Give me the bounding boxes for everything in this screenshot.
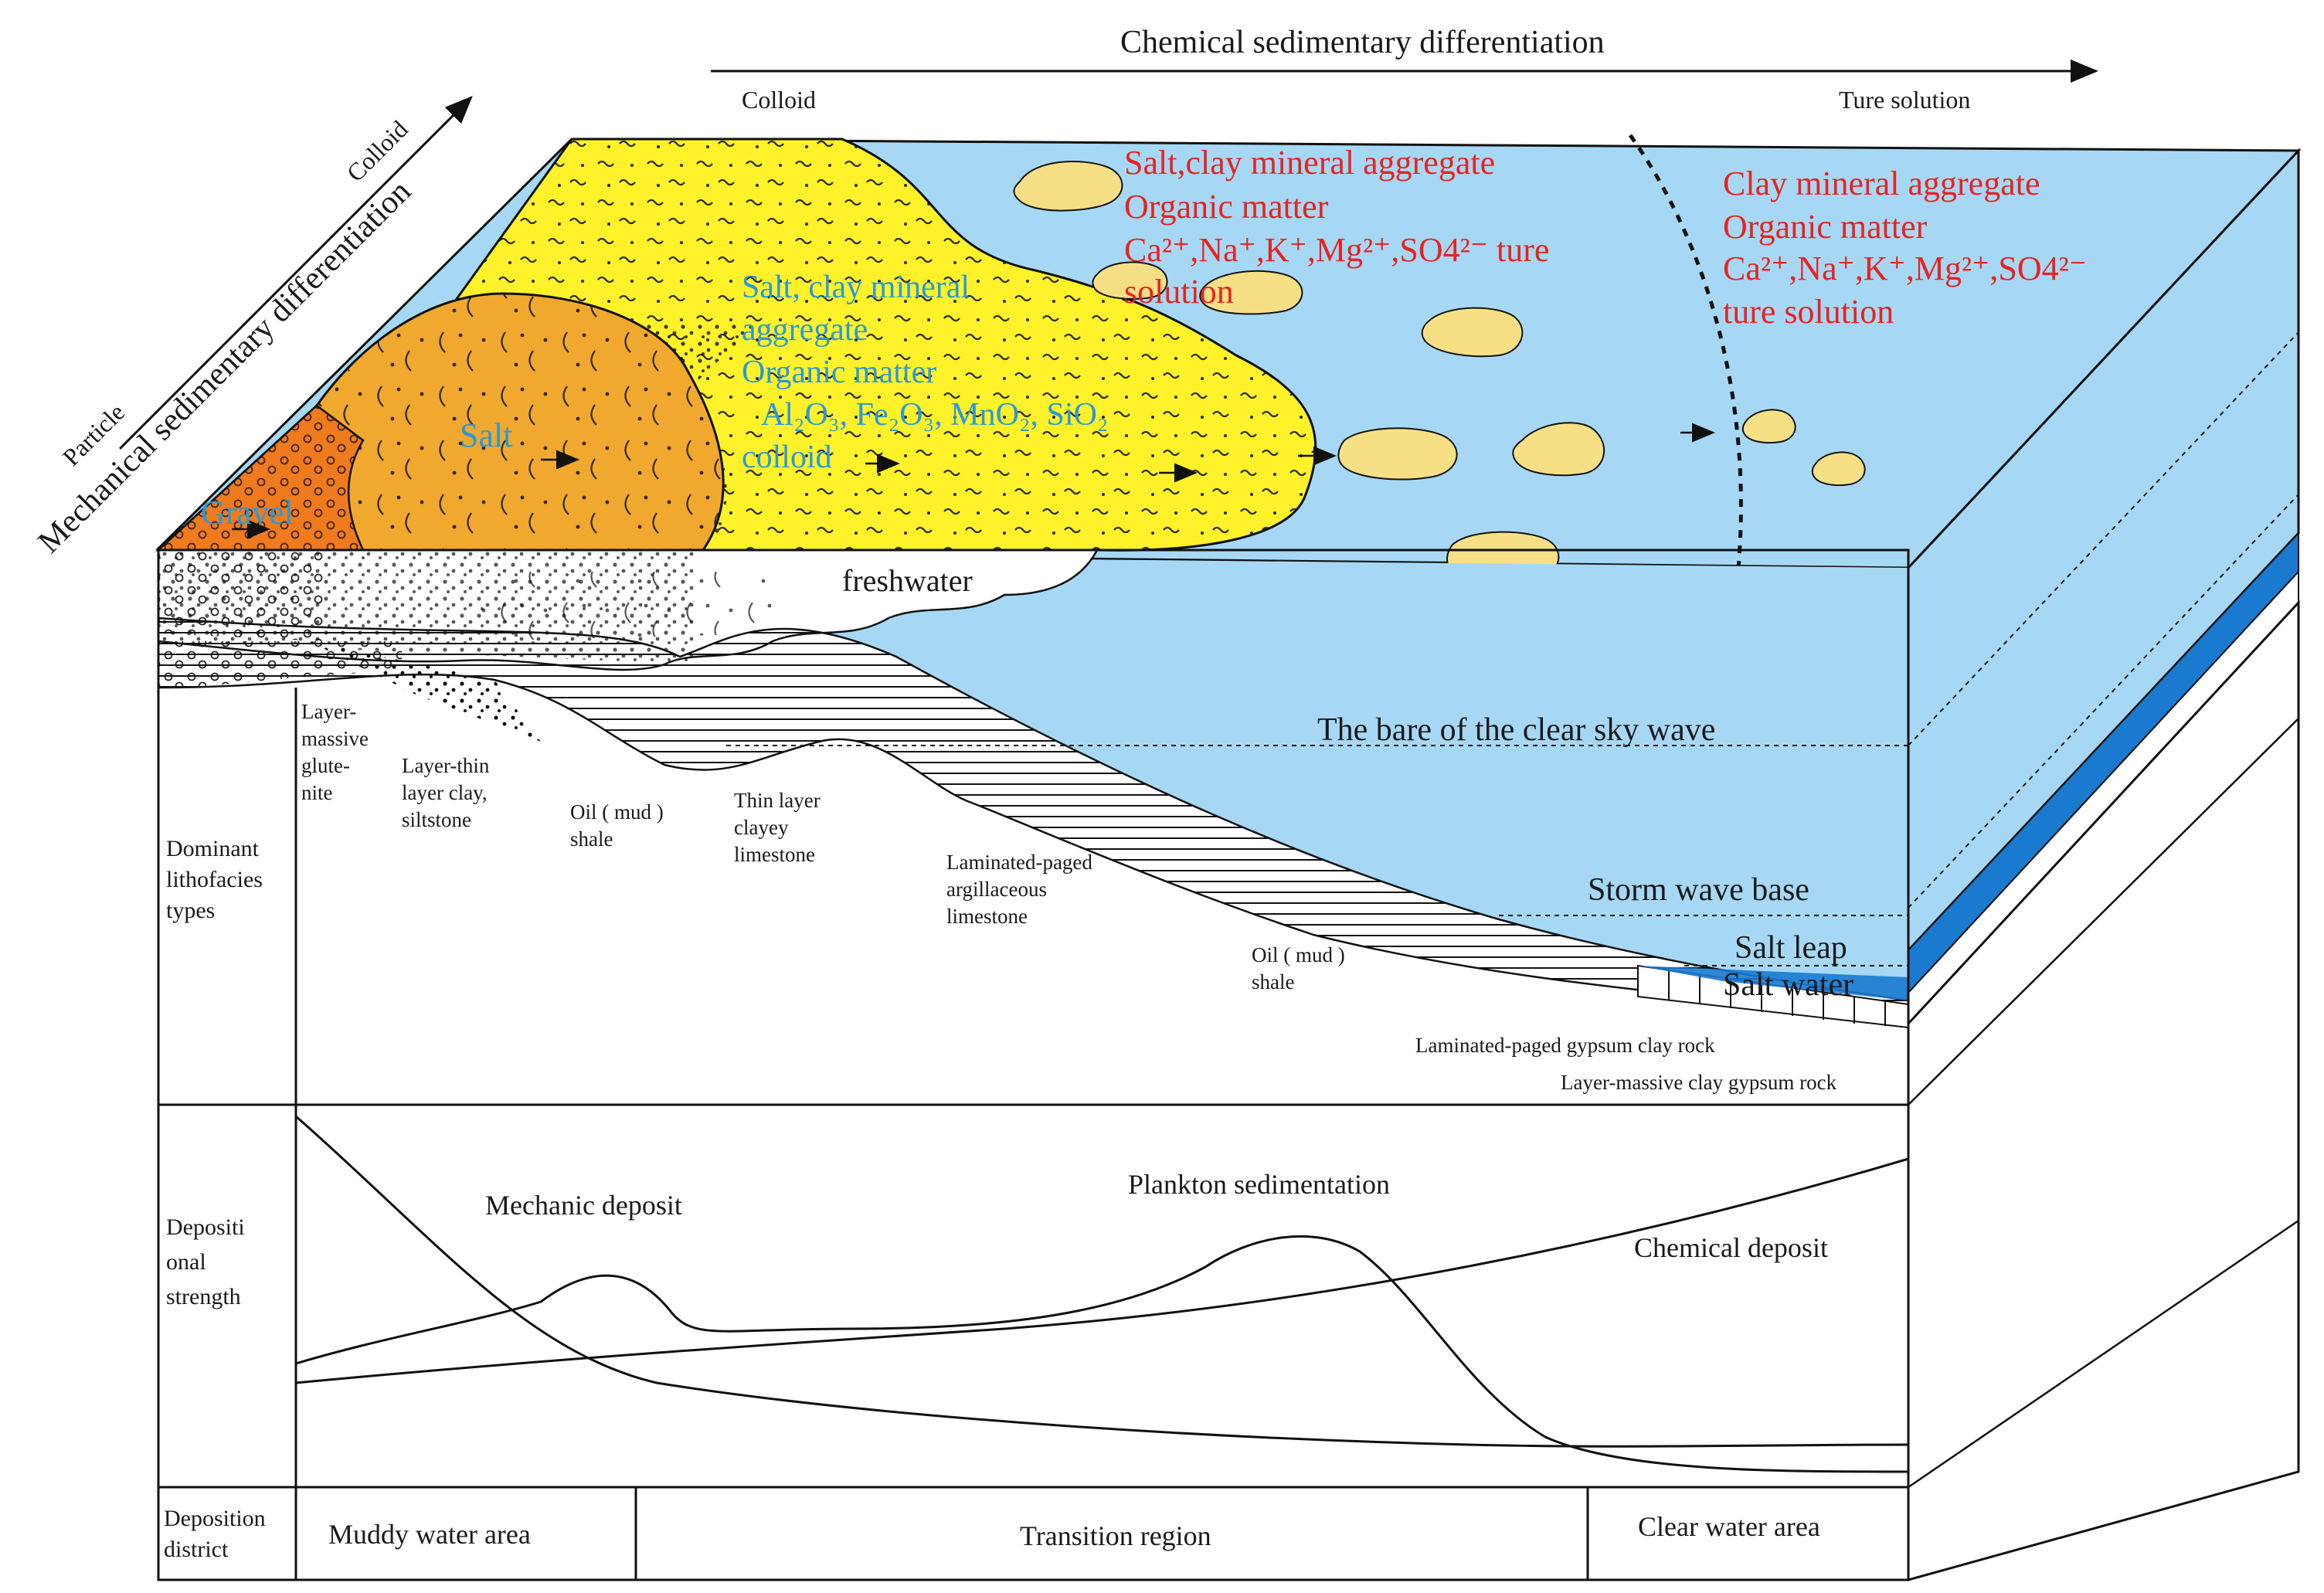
svg-text:Ca²⁺,Na⁺,K⁺,Mg²⁺,SO4²⁻: Ca²⁺,Na⁺,K⁺,Mg²⁺,SO4²⁻ [1723,250,2087,287]
svg-text:colloid: colloid [742,440,832,475]
top-axis-right-label: Ture solution [1839,86,1970,114]
svg-text:Depositi: Depositi [166,1214,245,1240]
svg-text:massive: massive [301,727,369,750]
svg-text:ture solution: ture solution [1723,293,1894,331]
plankton-label: Plankton sedimentation [1128,1169,1390,1200]
svg-text:limestone: limestone [946,905,1028,928]
svg-text:district: district [164,1537,229,1562]
svg-text:Oil ( mud ): Oil ( mud ) [570,800,664,824]
top-axis-title: Chemical sedimentary differentiation [1120,25,1605,60]
clear-sky-wave-label: The bare of the clear sky wave [1317,712,1715,748]
mechanic-deposit-label: Mechanic deposit [485,1190,682,1221]
svg-text:lithofacies: lithofacies [166,867,263,892]
lithofacies-item: Oil ( mud ) shale [570,800,664,851]
salt-label: Salt [460,416,512,454]
strength-curves [296,1116,1908,1472]
aggregate-blob [1422,308,1523,357]
svg-text:Laminated-paged: Laminated-paged [946,851,1092,874]
svg-text:aggregate: aggregate [742,312,868,348]
svg-text:Al₂O₃, Fe₂O₃, MnO₂, SiO₂: Al₂O₃, Fe₂O₃, MnO₂, SiO₂ [761,397,1109,433]
strength-row-label: Depositi onal strength [166,1214,245,1309]
district-muddy: Muddy water area [328,1519,531,1550]
svg-text:limestone: limestone [734,843,815,866]
svg-text:nite: nite [301,781,333,804]
lithofacies-item: Laminated-paged argillaceous limestone [946,851,1092,928]
lithofacies-item: Layer-thin layer clay, siltstone [402,754,490,831]
top-axis-left-label: Colloid [742,86,816,114]
lithofacies-item: Layer-massive clay gypsum rock [1561,1071,1837,1094]
svg-text:shale: shale [570,827,613,851]
svg-text:Organic matter: Organic matter [1723,208,1928,246]
svg-text:Clay mineral aggregate: Clay mineral aggregate [1723,165,2040,202]
svg-text:Layer-thin: Layer-thin [402,754,490,777]
svg-text:Layer-: Layer- [301,700,356,723]
district-transition: Transition region [1020,1520,1211,1551]
svg-text:Oil ( mud ): Oil ( mud ) [1252,943,1345,966]
lithofacies-item: Laminated-paged gypsum clay rock [1415,1034,1715,1057]
chemical-deposit-label: Chemical deposit [1634,1232,1828,1263]
svg-text:Dominant: Dominant [166,836,260,861]
lithofacies-item: Layer- massive glute- nite [301,700,369,804]
lithofacies-item: Oil ( mud ) shale [1252,943,1345,994]
svg-text:Salt,clay mineral aggregate: Salt,clay mineral aggregate [1124,144,1495,182]
freshwater-label: freshwater [842,563,973,598]
lithofacies-row-label: Dominant lithofacies types [166,836,263,923]
lithofacies-item: Thin layer clayey limestone [734,789,821,866]
svg-text:glute-: glute- [301,754,350,777]
side-axis-top-label: Colloid [341,115,413,187]
svg-text:strength: strength [166,1284,241,1309]
svg-text:Thin layer: Thin layer [734,789,821,812]
svg-text:Deposition: Deposition [164,1506,266,1531]
svg-text:layer clay,: layer clay, [402,781,488,804]
svg-text:Organic matter: Organic matter [742,355,936,390]
svg-text:Ca²⁺,Na⁺,K⁺,Mg²⁺,SO4²⁻ ture: Ca²⁺,Na⁺,K⁺,Mg²⁺,SO4²⁻ ture [1124,231,1549,269]
salt-water-label: Salt water [1723,967,1853,1003]
svg-text:Salt, clay mineral: Salt, clay mineral [742,270,970,305]
svg-text:argillaceous: argillaceous [946,878,1047,901]
svg-text:clayey: clayey [734,816,789,839]
plankton-curve [296,1236,1908,1472]
gravel-label: Gravel [201,494,294,532]
svg-text:shale: shale [1252,970,1294,994]
district-clear: Clear water area [1638,1511,1820,1542]
svg-text:onal: onal [166,1249,206,1275]
storm-wave-base-label: Storm wave base [1588,872,1809,908]
svg-text:solution: solution [1124,273,1234,311]
aggregate-blob [1338,428,1456,479]
svg-text:Organic matter: Organic matter [1124,188,1329,226]
svg-text:types: types [166,898,215,923]
top-axis: Chemical sedimentary differentiation Col… [711,25,2094,114]
svg-text:siltstone: siltstone [402,808,471,831]
district-row-label: Deposition district [164,1506,266,1562]
mechanic-deposit-curve [296,1116,1908,1446]
salt-leap-label: Salt leap [1735,930,1847,966]
